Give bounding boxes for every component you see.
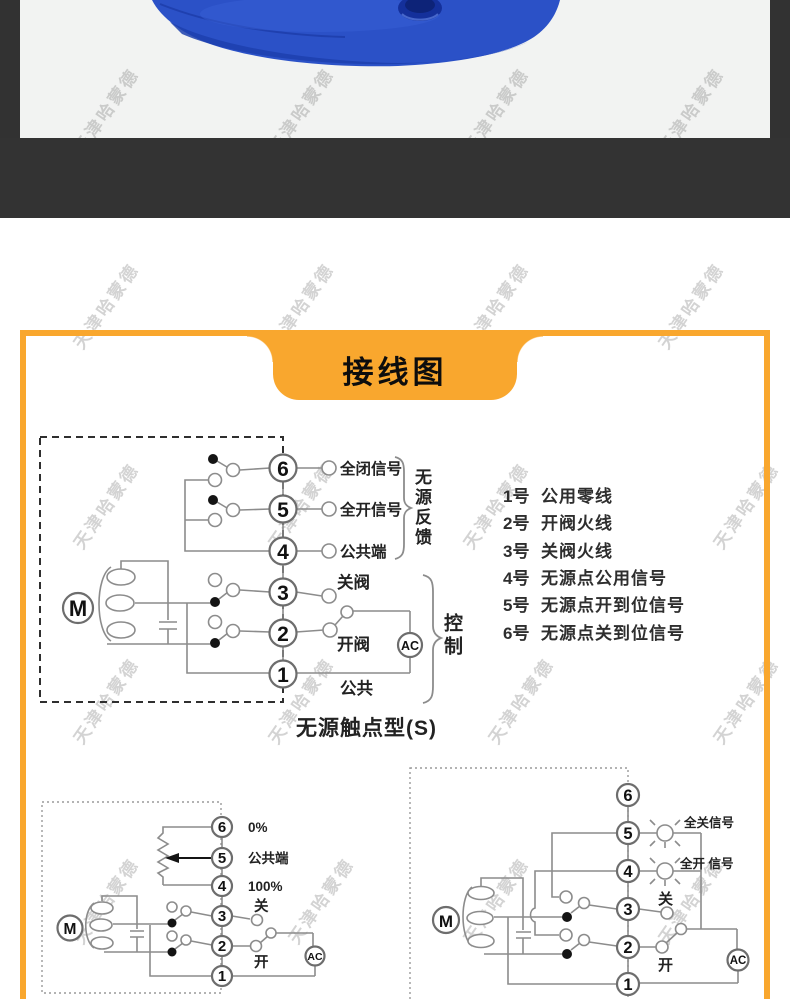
label-full-open-signal: 全开 信号 (679, 856, 733, 871)
label-close-valve: 关阀 (337, 572, 370, 592)
terminal-number: 1 (623, 976, 632, 994)
terminal-number: 2 (277, 623, 289, 646)
terminal-legend: 1号 公用零线 2号 开阀火线 3号 关阀火线 4号 无源点公用信号 5号 无源… (503, 481, 685, 645)
terminal-strip: 6 5 4 3 2 1 (210, 815, 234, 988)
terminal-number: 3 (218, 908, 226, 925)
ac-power-symbol (726, 948, 750, 972)
label-open-valve: 开阀 (337, 634, 370, 654)
label-full-open-signal: 全开信号 (339, 500, 402, 519)
legend-terminal-no: 6号 (503, 623, 530, 643)
legend-terminal-no: 2号 (503, 514, 530, 534)
lamp-full-close (656, 824, 674, 842)
terminal-number: 2 (218, 938, 226, 955)
terminal-number: 4 (623, 863, 633, 881)
page-side-bar-right (770, 0, 790, 138)
terminal-number: 3 (277, 582, 289, 605)
banner-flare-left (247, 336, 273, 362)
ac-power-symbol (396, 631, 424, 659)
terminal-number: 6 (218, 819, 226, 836)
ac-power-symbol (304, 945, 326, 967)
label-full-close-signal: 全闭信号 (339, 459, 402, 478)
diagram-caption-passive-contact-type: 无源触点型(S) (296, 717, 437, 740)
section-divider-band (0, 138, 790, 218)
label-close: 关 (254, 897, 269, 915)
motor-symbol (431, 905, 461, 935)
legend-terminal-label: 公用零线 (541, 487, 613, 507)
legend-row: 4号 无源点公用信号 (503, 563, 685, 590)
terminal-number: 6 (623, 787, 632, 805)
terminal-number: 4 (218, 878, 227, 895)
banner-ribbon (273, 336, 517, 400)
ac-power-label: AC (307, 951, 323, 963)
legend-terminal-label: 开阀火线 (541, 514, 613, 534)
label-close: 关 (658, 890, 673, 908)
legend-row: 1号 公用零线 (503, 481, 685, 508)
terminal-number: 5 (218, 850, 226, 867)
legend-row: 3号 关阀火线 (503, 536, 685, 563)
ac-power-label: AC (401, 639, 419, 653)
label-full-close-signal: 全关信号 (683, 815, 734, 830)
legend-terminal-no: 4号 (503, 569, 530, 589)
legend-terminal-no: 3号 (503, 541, 530, 561)
terminal-number: 5 (623, 825, 632, 843)
label-common-terminal: 公共端 (248, 850, 289, 866)
section-title: 接线图 (342, 355, 448, 390)
terminal-number: 1 (218, 968, 226, 985)
legend-terminal-label: 无源点公用信号 (541, 569, 667, 589)
terminal-strip: 6 5 4 3 2 1 (615, 782, 641, 997)
terminal-number: 3 (623, 901, 632, 919)
product-photo-blue-actuator (152, 0, 560, 67)
lamp-full-open (656, 862, 674, 880)
label-open: 开 (658, 957, 673, 974)
wiring-diagram-signal-lamp: 6 5 4 3 2 1 M AC 全关信号 全开 信号 关 开 (409, 767, 750, 999)
label-common-terminal: 公共端 (340, 542, 387, 561)
ac-power-label: AC (730, 955, 747, 967)
wiring-diagram-panel (20, 330, 770, 999)
label-100-percent: 100% (248, 879, 283, 894)
legend-terminal-no: 1号 (503, 487, 530, 507)
motor-symbol (61, 591, 95, 625)
legend-row: 2号 开阀火线 (503, 508, 685, 535)
legend-terminal-no: 5号 (503, 596, 530, 616)
group-label-passive-feedback: 无源反馈 (412, 468, 431, 548)
motor-label: M (69, 596, 87, 621)
wiring-diagram-passive-contact: 6 5 4 3 2 1 M AC 全闭信号 全开信号 公共端 关阀 开阀 公共 (39, 436, 444, 704)
terminal-number: 1 (277, 664, 289, 687)
motor-label: M (64, 921, 77, 938)
motor-symbol (56, 914, 84, 942)
motor-label: M (439, 912, 453, 931)
label-open: 开 (254, 954, 269, 971)
label-common: 公共 (340, 679, 374, 698)
banner-flare-right (517, 336, 543, 362)
terminal-number: 5 (277, 499, 289, 522)
legend-terminal-label: 关阀火线 (541, 541, 613, 561)
wiring-diagram-potentiometer: 6 5 4 3 2 1 M AC 0% 公共端 100% 关 开 (41, 801, 326, 994)
legend-row: 5号 无源点开到位信号 (503, 590, 685, 617)
legend-terminal-label: 无源点关到位信号 (541, 623, 685, 643)
legend-row: 6号 无源点关到位信号 (503, 617, 685, 644)
terminal-number: 2 (623, 939, 632, 957)
page-side-bar-left (0, 0, 20, 138)
label-0-percent: 0% (248, 820, 268, 835)
group-label-control: 控制 (441, 613, 462, 659)
terminal-number: 6 (277, 458, 289, 481)
terminal-number: 4 (277, 541, 289, 564)
terminal-strip: 6 5 4 3 2 1 (268, 453, 298, 689)
legend-terminal-label: 无源点开到位信号 (541, 596, 685, 616)
